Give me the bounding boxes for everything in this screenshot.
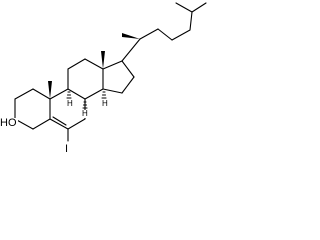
c9-hydrogen-label: H	[82, 109, 88, 118]
methyl-wedge-c10	[48, 81, 52, 99]
bond	[121, 38, 141, 62]
bond	[157, 28, 173, 41]
bond	[121, 76, 135, 94]
hash-bond-c14	[101, 91, 107, 99]
bond	[189, 11, 193, 31]
iodine-label: I	[64, 143, 70, 155]
skeletal-formula	[7, 2, 207, 142]
c14-hydrogen-label: H	[102, 99, 108, 108]
bond	[175, 2, 193, 13]
hash-bond-c9	[82, 101, 88, 109]
hash-bond-c8	[66, 91, 72, 99]
bond	[102, 60, 123, 70]
bond	[191, 2, 207, 13]
bond	[84, 58, 104, 70]
bond	[49, 88, 69, 100]
bond	[121, 60, 135, 78]
structure-canvas: HO I H H H	[0, 0, 210, 172]
c8-hydrogen-label: H	[67, 99, 73, 108]
bond	[32, 118, 51, 130]
bond	[102, 88, 123, 94]
bond	[32, 88, 51, 100]
methyl-wedge-c20	[122, 33, 140, 39]
hydroxyl-label: HO	[0, 117, 18, 129]
bond	[171, 29, 191, 41]
bond	[84, 88, 104, 100]
bond	[14, 88, 34, 100]
bond	[67, 58, 86, 70]
bond	[14, 118, 34, 130]
bond	[67, 88, 86, 100]
bond	[139, 28, 159, 40]
bond	[67, 118, 86, 130]
methyl-wedge-c13	[101, 51, 105, 69]
double-bond-inner	[52, 116, 67, 126]
bond	[49, 118, 69, 130]
